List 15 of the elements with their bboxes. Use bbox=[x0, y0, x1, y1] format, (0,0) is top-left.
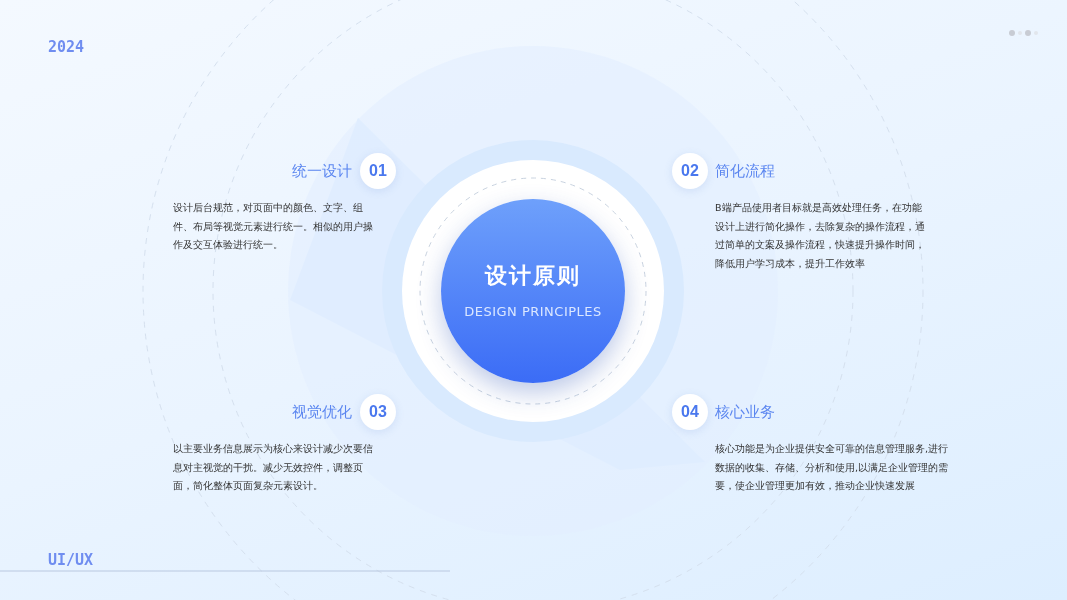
item-title: 核心业务 bbox=[715, 402, 775, 422]
center-title: 设计原则 bbox=[483, 262, 582, 290]
item-description: 设计后台规范，对页面中的颜色、文字、组件、布局等视觉元素进行统一。相似的用户操作及交互体验进行统一。 bbox=[173, 201, 373, 252]
footer-label: UI/UX bbox=[48, 551, 94, 569]
number-badge: 04 bbox=[672, 394, 708, 430]
item-description: 核心功能是为企业提供安全可靠的信息管理服务,进行数据的收集、存储、分析和使用,以满足企业管理的需要，使企业管理更加有效，推动企业快速发展 bbox=[715, 442, 950, 493]
number-badge: 03 bbox=[360, 394, 396, 430]
item-title: 简化流程 bbox=[715, 161, 775, 181]
item-description: B端产品使用者目标就是高效处理任务，在功能设计上进行简化操作，去除复杂的操作流程，通过简单的文案及操作流程，快速提升操作时间，降低用户学习成本，提升工作效率 bbox=[715, 201, 926, 271]
item-description: 以主要业务信息展示为核心来设计减少次要信息对主视觉的干扰。减少无效控件，调整页面，简化整体页面复杂元素设计。 bbox=[173, 442, 373, 493]
year-label: 2024 bbox=[48, 38, 85, 56]
number-badge: 02 bbox=[672, 153, 708, 189]
center-subtitle: DESIGN PRINCIPLES bbox=[463, 304, 603, 319]
item-title: 统一设计 bbox=[292, 161, 352, 181]
item-title: 视觉优化 bbox=[292, 402, 352, 422]
